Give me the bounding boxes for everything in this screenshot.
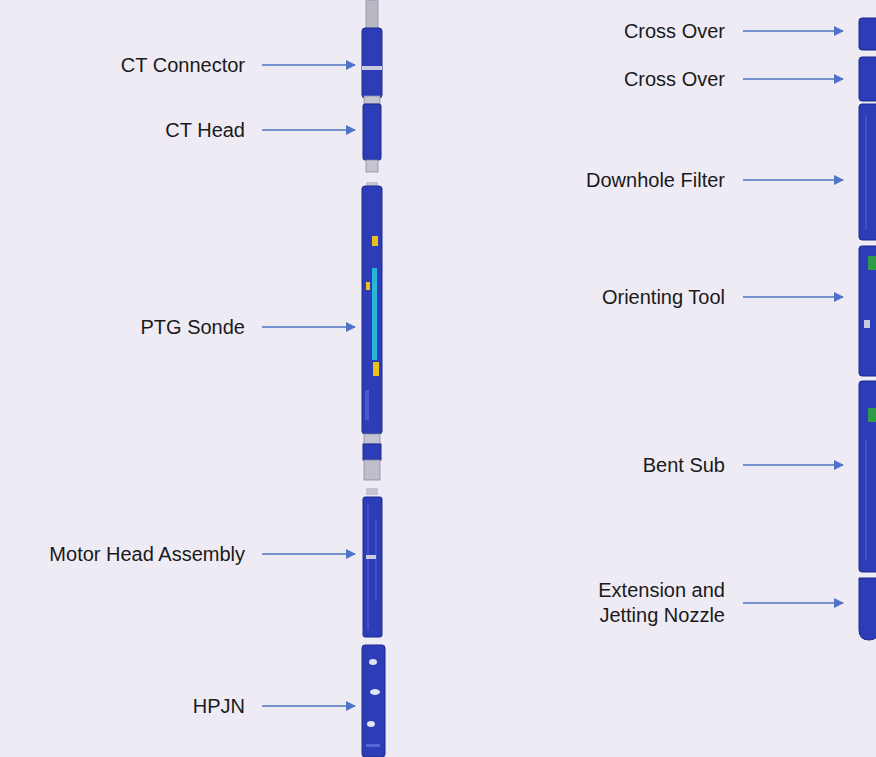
right-tool-string (859, 18, 876, 640)
part-label: Bent Sub (643, 453, 725, 478)
part-label: HPJN (193, 694, 245, 719)
left-tool-string (362, 0, 385, 757)
leader-arrows (262, 31, 843, 706)
part-label: PTG Sonde (140, 315, 245, 340)
part-label: CT Connector (121, 53, 245, 78)
part-label: Extension and Jetting Nozzle (575, 578, 725, 628)
part-label: Downhole Filter (586, 168, 725, 193)
part-label: Cross Over (624, 67, 725, 92)
part-label: CT Head (165, 118, 245, 143)
part-label: Orienting Tool (602, 285, 725, 310)
part-label: Cross Over (624, 19, 725, 44)
part-label: Motor Head Assembly (49, 542, 245, 567)
